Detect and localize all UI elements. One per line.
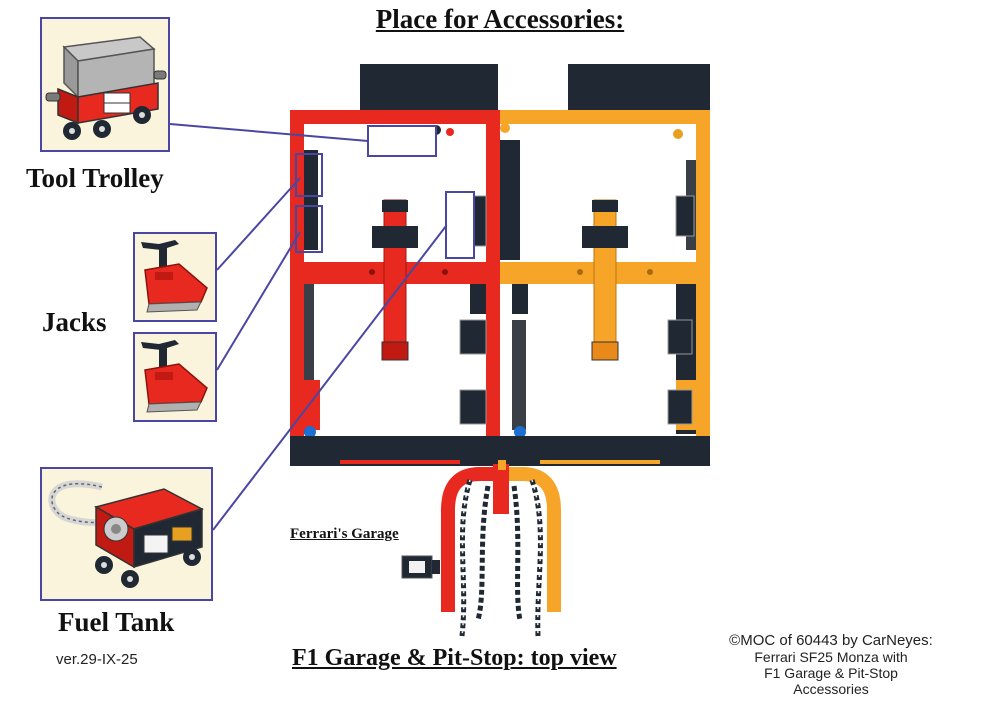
orange-frame-right: [696, 110, 710, 460]
back-wall-right: [568, 64, 710, 110]
orange-frame-top: [500, 110, 710, 124]
credit-line-1: ©MOC of 60443 by CarNeyes:: [712, 633, 950, 649]
diagram-subtitle: F1 Garage & Pit-Stop: top view: [292, 645, 617, 672]
tool-trolley-spot: [368, 126, 436, 156]
garage-label: Ferrari's Garage: [290, 526, 399, 543]
red-center-post: [486, 110, 500, 465]
version-label: ver.29-IX-25: [56, 651, 138, 668]
back-wall-left: [360, 64, 498, 110]
fuel-tank-spot: [446, 192, 474, 258]
credit-block: ©MOC of 60443 by CarNeyes: Ferrari SF25 …: [712, 633, 950, 697]
red-frame-top: [290, 110, 500, 124]
credit-line-4: Accessories: [712, 681, 950, 697]
credit-line-3: F1 Garage & Pit-Stop: [712, 665, 950, 681]
jack-leader-1: [217, 178, 300, 270]
credit-line-2: Ferrari SF25 Monza with: [712, 649, 950, 665]
jack-leader-2: [217, 232, 300, 370]
